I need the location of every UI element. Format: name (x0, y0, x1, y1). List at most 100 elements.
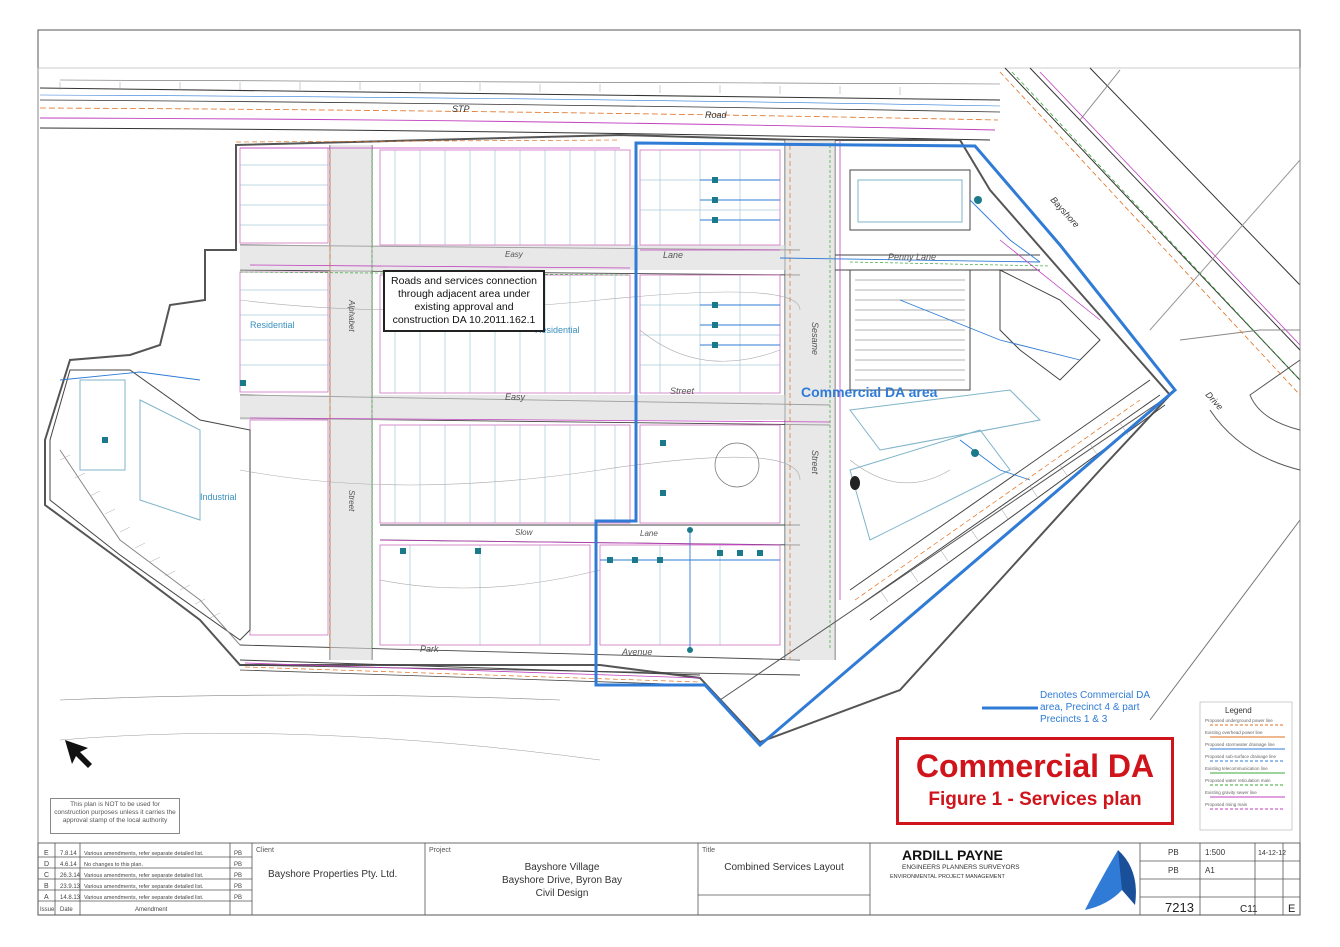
issue-letter: E (1288, 903, 1295, 915)
label-alphabet-street: Alphabet (347, 299, 356, 332)
drawing-labels: STP Road Bayshore Drive Easy Street Easy… (40, 104, 1295, 915)
legend-title: Legend (1225, 706, 1252, 715)
commercial-da-boundary (594, 141, 1178, 748)
industrial-hatch (59, 454, 221, 619)
project-label: Project (429, 847, 451, 854)
rev-c-desc: Various amendments, refer separate detai… (84, 873, 204, 879)
contours (239, 291, 951, 589)
rev-e-issue: E (44, 850, 49, 857)
service-pits (102, 177, 982, 653)
drawing-scale: 1:500 (1205, 848, 1226, 857)
label-bayshore-1: Bayshore (1049, 195, 1082, 230)
rev-header-amendment: Amendment (135, 907, 168, 913)
rev-a-date: 14.8.13 (60, 895, 81, 901)
figure-title-box: Commercial DA Figure 1 - Services plan (896, 737, 1174, 825)
callout-line-4: construction DA 10.2011.162.1 (392, 314, 536, 326)
stp-road (39, 79, 1001, 141)
legend-item-7: Existing gravity sewer line (1205, 790, 1257, 795)
callout-line-2: through adjacent area under (398, 288, 530, 300)
road-grey-bands (240, 140, 835, 660)
checked-by: PB (1168, 866, 1179, 875)
label-residential-1: Residential (250, 320, 295, 330)
industrial-block (49, 369, 251, 646)
sheet-number: C11 (1240, 904, 1258, 915)
project-line-1: Bayshore Village (525, 862, 600, 873)
client-name: Bayshore Properties Pty. Ltd. (268, 869, 397, 880)
drawn-by: PB (1168, 848, 1179, 857)
label-sesame-street: Sesame (810, 322, 820, 355)
legend-block (1199, 701, 1293, 831)
rev-e-by: PB (234, 851, 242, 857)
firm-sub2: ENVIRONMENTAL PROJECT MANAGEMENT (890, 874, 1005, 880)
rev-b-issue: B (44, 883, 49, 890)
approval-warning-note: This plan is NOT to be used for construc… (50, 798, 180, 834)
legend-item-5: Existing telecommunication line (1205, 766, 1268, 771)
rev-c-by: PB (234, 873, 242, 879)
label-residential-2: Residential (535, 325, 580, 335)
rev-header-date: Date (60, 907, 73, 913)
rev-a-issue: A (44, 894, 49, 901)
drawing-title: Combined Services Layout (724, 862, 844, 873)
bayshore-drive-roadway (1004, 67, 1301, 721)
rev-header-issue: Issue (40, 907, 55, 913)
roads-services-callout: Roads and services connection through ad… (383, 270, 545, 332)
firm-name: ARDILL PAYNE (902, 847, 1003, 863)
sewer-lines (240, 140, 1101, 600)
label-slow-lane: Slow (515, 528, 534, 537)
sheet-size: A1 (1205, 866, 1215, 875)
power-lines (235, 139, 1141, 660)
label-easy-1b: Easy (505, 250, 524, 259)
commercial-da-legend-note: Denotes Commercial DA area, Precinct 4 &… (1040, 690, 1150, 725)
figure-title-main: Commercial DA (915, 748, 1155, 784)
label-penny-lane: Penny Lane (888, 252, 936, 262)
drawing-date: 14-12-12 (1258, 850, 1286, 857)
rev-c-date: 26.3.14 (60, 873, 81, 879)
label-bayshore-2: Drive (1204, 390, 1225, 412)
label-lane-1: Lane (663, 250, 683, 260)
title-block-frame (37, 842, 1301, 916)
rev-d-by: PB (234, 862, 242, 868)
label-industrial: Industrial (200, 492, 237, 502)
label-lane-2: Lane (640, 529, 658, 538)
rev-d-issue: D (44, 861, 49, 868)
rev-b-by: PB (234, 884, 242, 890)
stp-road-hatch (59, 82, 901, 95)
rev-a-desc: Various amendments, refer separate detai… (84, 895, 204, 901)
rev-c-issue: C (44, 872, 49, 879)
client-label: Client (256, 847, 274, 854)
drawing-area-border (37, 67, 1301, 844)
legend-item-1: Proposed underground power line (1205, 718, 1273, 723)
legend-item-6: Proposed water reticulation main (1205, 778, 1271, 783)
rev-e-desc: Various amendments, refer separate detai… (84, 851, 204, 857)
label-alphabet-street-2: Street (347, 490, 356, 512)
rev-d-date: 4.6.14 (60, 862, 77, 868)
project-line-2: Bayshore Drive, Byron Bay (502, 875, 622, 886)
firm-sub: ENGINEERS PLANNERS SURVEYORS (902, 864, 1020, 871)
callout-line-1: Roads and services connection (391, 275, 537, 287)
rev-b-desc: Various amendments, refer separate detai… (84, 884, 204, 890)
north-arrow-icon (65, 740, 92, 768)
callout-line-3: existing approval and (414, 301, 514, 313)
label-stp-road-1: STP (452, 104, 470, 114)
label-stp-road-2: Road (705, 110, 728, 120)
project-line-3: Civil Design (536, 888, 589, 899)
rev-a-by: PB (234, 895, 242, 901)
legend-item-4: Proposed sub-surface drainage line (1205, 754, 1277, 759)
site-boundary (44, 133, 1172, 744)
commercial-buildings (849, 169, 1101, 541)
rev-b-date: 23.9.13 (60, 884, 81, 890)
label-easy-street-2: Street (670, 386, 695, 396)
carpark-stalls (855, 279, 965, 381)
title-label: Title (702, 847, 715, 854)
park-avenue (59, 659, 701, 761)
figure-title-sub: Figure 1 - Services plan (928, 789, 1142, 810)
legend-item-8: Proposed rising main (1205, 802, 1248, 807)
label-sesame-street-2: Street (810, 450, 820, 475)
firm-logo-icon (1085, 850, 1136, 910)
roundabout (714, 442, 760, 488)
rev-e-date: 7.8.14 (60, 851, 77, 857)
legend-item-3: Proposed stormwater drainage line (1205, 742, 1275, 747)
label-park-avenue-2: Avenue (621, 647, 652, 657)
rev-d-desc: No changes to this plan. (84, 862, 143, 868)
